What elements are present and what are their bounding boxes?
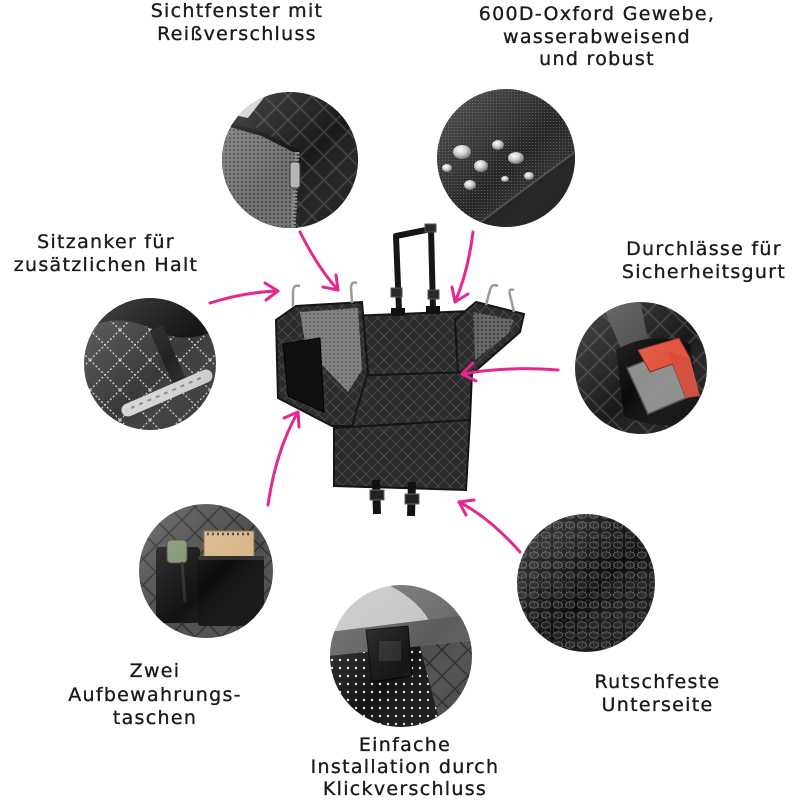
zipper-window-photo: [222, 92, 358, 228]
label-line: Unterseite: [601, 694, 714, 716]
label-line: Einfache: [358, 734, 452, 756]
label-line: Rutschfeste: [594, 671, 721, 693]
storage-pockets-photo: [139, 504, 273, 638]
headrest-tab-left: [391, 308, 405, 316]
photo-sheen: [139, 504, 273, 638]
hook-left-1: [291, 284, 301, 307]
arrow-to-anti-slip: [457, 498, 522, 554]
arrow-shaft: [453, 230, 475, 304]
click-buckle-photo: [330, 585, 472, 727]
seat-anchor-photo: [84, 298, 216, 430]
arrow-head: [321, 273, 340, 292]
arrow-to-storage-pockets: [266, 410, 301, 507]
arrow-head: [263, 281, 280, 302]
arrow-head: [457, 498, 476, 517]
photo-sheen: [437, 89, 575, 227]
hook-right-1: [484, 283, 499, 306]
bottom-clip-right: [404, 493, 420, 505]
label-line: 600D-Oxford Gewebe,: [478, 3, 716, 25]
label-line: Reißverschluss: [157, 23, 317, 45]
label-line: zusätzlichen Halt: [13, 254, 199, 276]
headrest-strap-clip: [424, 223, 437, 233]
right-mesh-window: [473, 312, 514, 360]
label-line: Aufbewahrungs-: [68, 683, 242, 706]
label-line: taschen: [112, 707, 198, 729]
label-line: und robust: [539, 48, 655, 70]
label-window-zipper: Sichtfenster mit Reißverschluss: [137, 0, 337, 46]
label-storage-pockets: Zwei Aufbewahrungs- taschen: [55, 660, 255, 731]
headrest-buckle-left: [390, 287, 403, 298]
arrow-head: [282, 410, 301, 429]
arrow-to-oxford-fabric: [450, 230, 475, 304]
label-seat-anchor: Sitzanker für zusätzlichen Halt: [4, 231, 208, 277]
label-click-buckle: Einfache Installation durch Klickverschl…: [295, 734, 515, 800]
arrow-shaft: [298, 230, 340, 292]
label-line: Installation durch: [310, 756, 500, 778]
arrow-to-seat-anchor: [208, 281, 280, 305]
callout-arrows: [208, 230, 560, 554]
left-mesh-window: [300, 308, 362, 392]
seat-cover-product: [274, 223, 526, 517]
headrest-strap: [393, 226, 436, 311]
label-line: Sichtfenster mit: [150, 0, 324, 22]
arrow-head: [460, 361, 478, 383]
arrow-shaft: [208, 289, 280, 305]
belt-passage-photo: [575, 302, 707, 434]
photo-sheen: [222, 92, 358, 228]
arrow-shaft: [457, 500, 522, 554]
headrest-buckle-right: [427, 289, 440, 300]
label-belt-passages: Durchlässe für Sicherheitsgurt: [610, 238, 798, 284]
hook-right-2: [508, 288, 516, 313]
oxford-fabric-photo: [437, 89, 575, 227]
hook-left-2: [349, 281, 358, 304]
photo-sheen: [330, 585, 472, 727]
left-mesh-tint: [300, 308, 362, 392]
arrow-head: [450, 285, 470, 304]
arrow-shaft: [266, 410, 300, 507]
label-line: Sitzanker für: [37, 231, 175, 253]
arrow-to-belt-passages: [460, 361, 560, 383]
label-oxford-fabric: 600D-Oxford Gewebe, wasserabweisend und …: [447, 3, 747, 71]
photo-sheen: [575, 302, 707, 434]
bottom-clip-left: [369, 489, 385, 501]
label-line: Zwei: [129, 660, 181, 682]
front-drape: [333, 418, 472, 492]
label-anti-slip: Rutschfeste Unterseite: [560, 671, 755, 717]
photo-sheen: [84, 298, 216, 430]
arrow-shaft: [460, 367, 560, 376]
label-line: wasserabweisend: [503, 25, 691, 48]
anti-slip-photo: [517, 514, 655, 652]
arrow-to-zipper-window: [298, 230, 340, 292]
label-line: Sicherheitsgurt: [621, 261, 787, 283]
headrest-tab-right: [426, 306, 440, 314]
label-line: Durchlässe für: [626, 238, 782, 260]
photo-sheen: [517, 514, 655, 652]
label-line: Klickverschluss: [322, 778, 488, 800]
left-flap-pocket: [282, 337, 325, 413]
